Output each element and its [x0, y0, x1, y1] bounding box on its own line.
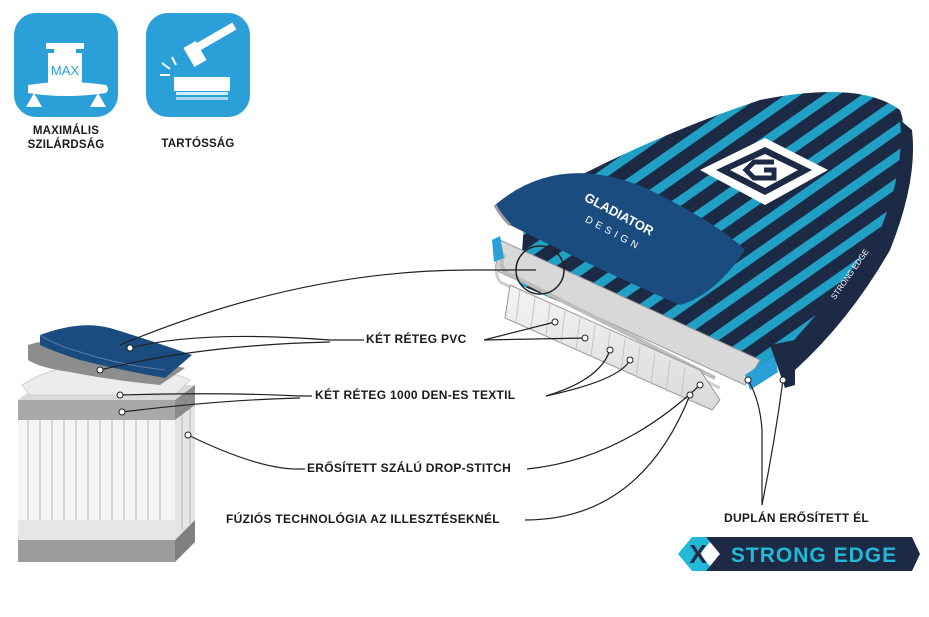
callout-pvc: KÉT RÉTEG PVC [364, 332, 469, 346]
sup-board-illustration: GLADIATOR DESIGN STRONG EDGE [492, 92, 914, 411]
strong-edge-logo: X STRONG EDGE [678, 533, 920, 575]
callout-fusion: FÚZIÓS TECHNOLÓGIA AZ ILLESZTÉSEKNÉL [224, 512, 502, 526]
max-strength-label: MAXIMÁLIS SZILÁRDSÁG [27, 125, 105, 151]
callout-leader-lines [99, 269, 784, 521]
max-label-text: MAX [51, 63, 80, 78]
durability-label: TARTÓSSÁG [161, 138, 235, 150]
callout-textile: KÉT RÉTEG 1000 DEN-ES TEXTIL [313, 388, 518, 402]
strong-edge-text: STRONG EDGE [731, 544, 897, 567]
callout-edge: DUPLÁN ERŐSÍTETT ÉL [722, 511, 872, 525]
strong-edge-x-letter: X [689, 539, 707, 569]
brand-logo-icon [700, 138, 828, 205]
durability-hammer-icon [146, 13, 250, 117]
callout-dropstitch: ERŐSÍTETT SZÁLÚ DROP-STITCH [305, 461, 514, 475]
max-strength-icon: MAX [14, 13, 118, 117]
layer-cross-section [18, 325, 195, 562]
